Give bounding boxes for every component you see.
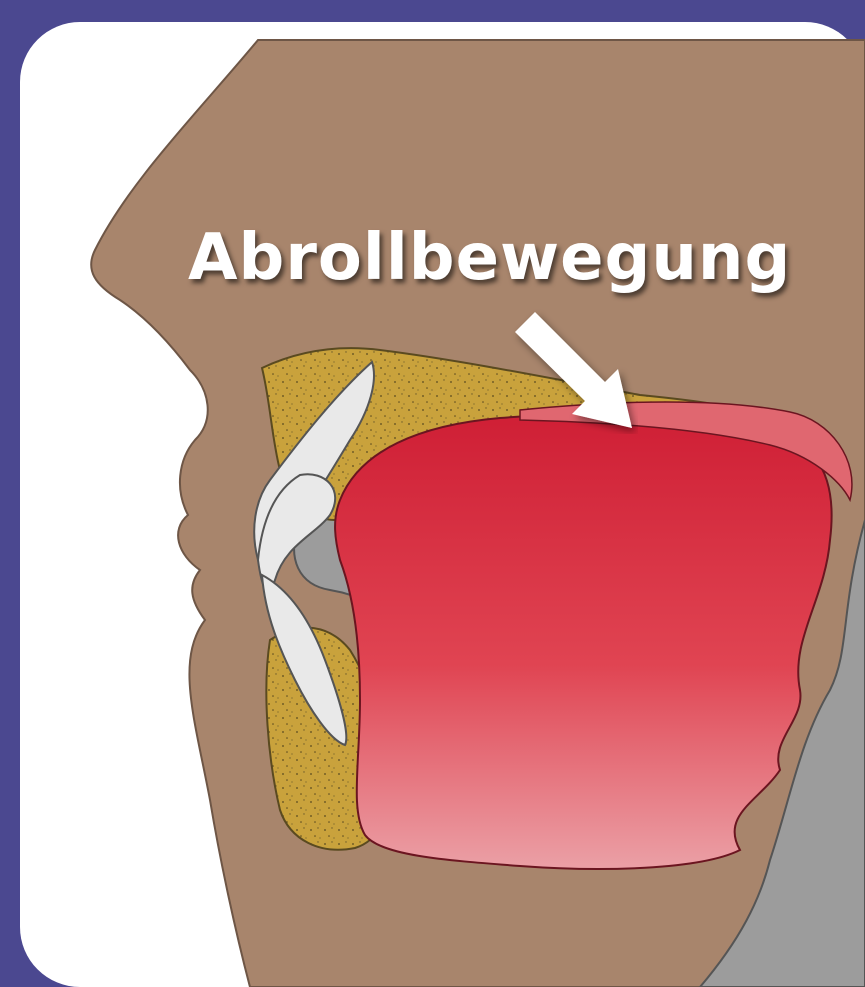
diagram-label: Abrollbewegung	[188, 218, 828, 298]
